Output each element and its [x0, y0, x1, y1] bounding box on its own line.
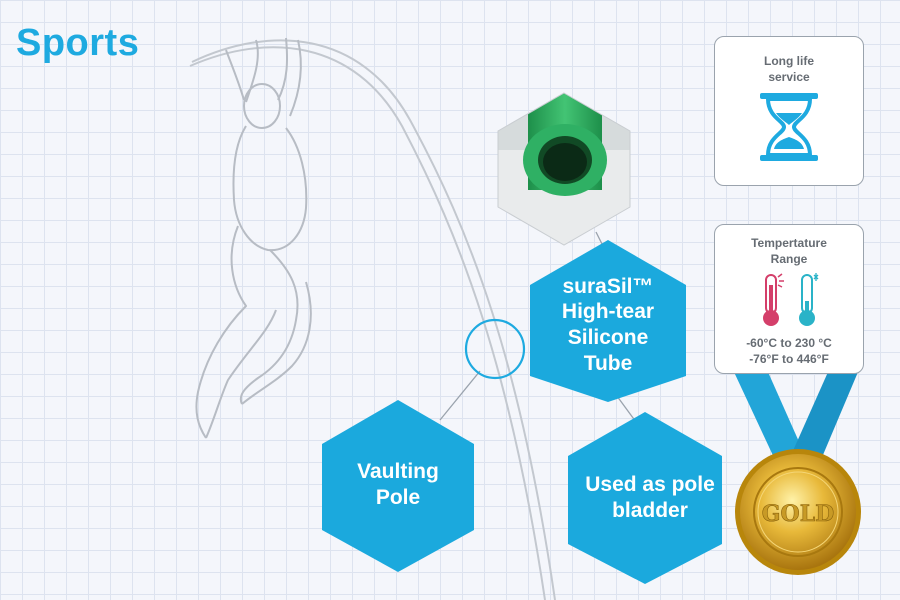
product-hexagon-label: suraSil™ High-tear Silicone Tube	[561, 274, 655, 375]
pole-highlight-circle	[464, 318, 526, 380]
use-hexagon-label: Used as pole bladder	[585, 473, 715, 522]
page-title: Sports	[16, 22, 140, 64]
temperature-range-fahrenheit: -76°F to 446°F	[749, 352, 829, 366]
temperature-range-celsius: -60°C to 230 °C	[746, 336, 832, 350]
use-hexagon	[568, 412, 722, 584]
vaulting-pole-hexagon	[322, 400, 474, 572]
product-photo-hexagon	[497, 92, 631, 246]
hot-thermometer-icon	[763, 273, 784, 326]
medal-label: GOLD	[762, 501, 835, 527]
vaulting-pole	[189, 39, 556, 600]
vaulting-pole-hexagon-label: Vaulting Pole	[357, 460, 439, 509]
athlete-silhouette	[195, 37, 312, 439]
long-life-card: Long life service	[714, 36, 864, 186]
temperature-title: Tempertature Range	[751, 236, 827, 266]
cold-thermometer-icon	[799, 273, 819, 326]
product-hexagon	[530, 240, 686, 402]
hourglass-icon	[760, 93, 818, 161]
gold-medal	[735, 449, 861, 575]
long-life-title: Long life service	[764, 54, 814, 84]
temperature-card: Tempertature Range -60°C to 230 °C -76°F…	[714, 224, 864, 374]
